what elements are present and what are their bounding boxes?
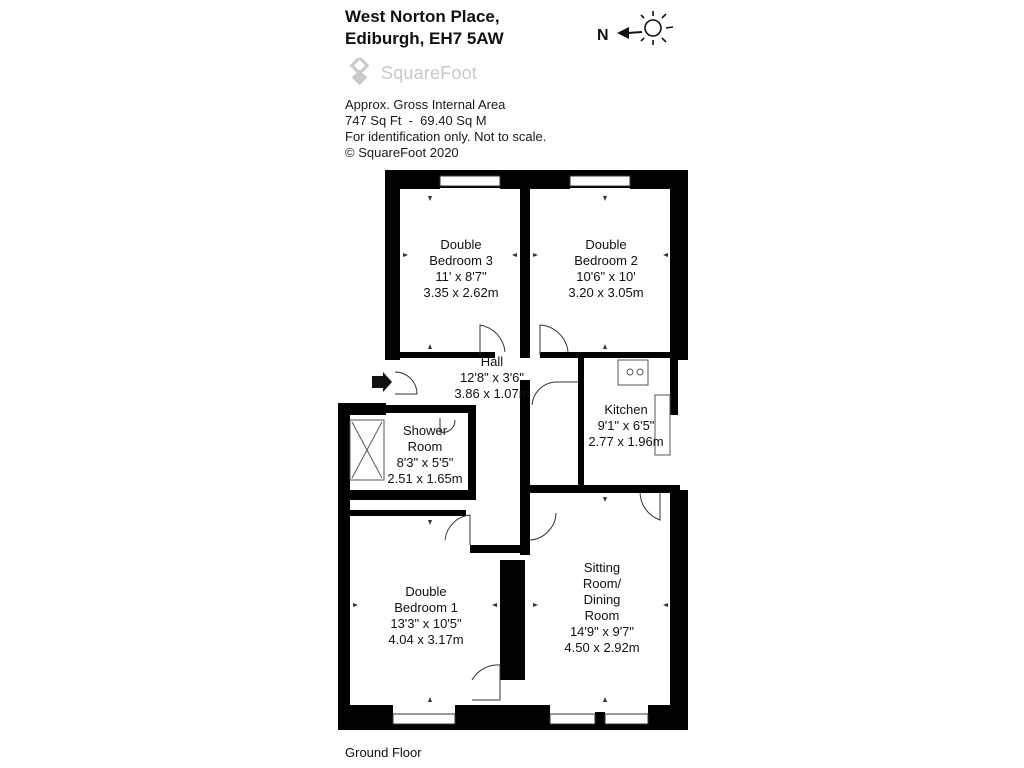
wall-shower-bottom xyxy=(350,490,476,500)
window-bed1 xyxy=(392,713,456,725)
bedroom-2-name-2: Bedroom 2 xyxy=(574,253,638,268)
bedroom-1-name-2: Bedroom 1 xyxy=(394,600,458,615)
bedroom-3-name-2: Bedroom 3 xyxy=(429,253,493,268)
bedroom-3-name-1: Double xyxy=(440,237,482,252)
room-label-sitting-room: Sitting Room/ Dining Room 14'9" x 9'7" 4… xyxy=(564,560,639,656)
room-label-bedroom-1: Double Bedroom 1 13'3" x 10'5" 4.04 x 3.… xyxy=(388,584,463,648)
window-bed2 xyxy=(569,175,631,187)
entrance-arrow-icon xyxy=(372,372,392,392)
shower-name-2: Room xyxy=(407,439,443,454)
shower-name-1: Shower xyxy=(402,423,448,438)
bedroom-2-name-1: Double xyxy=(585,237,627,252)
kitchen-sink xyxy=(617,359,649,386)
wall-hall-east xyxy=(520,380,530,555)
bedroom-1-name-1: Double xyxy=(405,584,447,599)
window-pier-2 xyxy=(500,175,570,189)
wall-bed1-top xyxy=(350,510,466,516)
wall-bed3-south xyxy=(395,352,495,358)
sun-compass-icon: N xyxy=(597,11,674,45)
door-bed3 xyxy=(479,324,506,355)
address-title: West Norton Place, Ediburgh, EH7 5AW xyxy=(345,6,504,50)
wall-east-upper xyxy=(670,170,688,360)
window-sitting-2 xyxy=(604,713,649,725)
squarefoot-logo: SquareFoot xyxy=(345,58,477,88)
wall-west-lower xyxy=(338,405,350,730)
floor-label: Ground Floor xyxy=(345,745,422,760)
room-label-bedroom-3: Double Bedroom 3 11' x 8'7" 3.35 x 2.62m xyxy=(423,237,498,301)
door-kitchen-sitting xyxy=(639,491,661,521)
window-mullion xyxy=(595,712,605,724)
bedroom-2-metric: 3.20 x 3.05m xyxy=(568,285,644,300)
window-pier-1 xyxy=(385,175,440,189)
hall-metric: 3.86 x 1.07m xyxy=(454,386,530,401)
north-letter: N xyxy=(597,27,609,44)
bedroom-1-metric: 4.04 x 3.17m xyxy=(388,632,464,647)
window-pier-5 xyxy=(455,705,550,723)
floor-plan: Double Bedroom 3 11' x 8'7" 3.35 x 2.62m… xyxy=(330,165,700,735)
disclaimer: For identification only. Not to scale. xyxy=(345,129,547,144)
area-value: 747 Sq Ft - 69.40 Sq M xyxy=(345,113,487,128)
door-bed2 xyxy=(539,324,569,355)
window-sitting-1 xyxy=(549,713,596,725)
wall-kitchen-south xyxy=(530,485,680,493)
window-pier-4 xyxy=(338,705,393,723)
room-label-hall: Hall 12'8" x 3'6" 3.86 x 1.07m xyxy=(454,354,529,402)
window-bed3 xyxy=(439,175,501,187)
wall-shower-top xyxy=(386,405,476,413)
area-info: Approx. Gross Internal Area 747 Sq Ft - … xyxy=(345,97,546,161)
sitting-name-4: Room xyxy=(584,608,620,623)
wall-bed1-sitting xyxy=(500,560,525,680)
wall-kitchen-west xyxy=(578,355,584,485)
kitchen-imperial: 9'1" x 6'5" xyxy=(597,418,655,433)
shower-imperial: 8'3" x 5'5" xyxy=(396,455,454,470)
room-label-kitchen: Kitchen 9'1" x 6'5" 2.77 x 1.96m xyxy=(588,402,663,450)
sitting-imperial: 14'9" x 9'7" xyxy=(569,624,635,639)
wall-shower-top-outer xyxy=(338,403,386,415)
sitting-name-1: Sitting xyxy=(583,560,621,575)
sitting-name-3: Dining xyxy=(583,592,621,607)
wall-shower-east xyxy=(468,405,476,495)
sitting-metric: 4.50 x 2.92m xyxy=(564,640,640,655)
room-label-bedroom-2: Double Bedroom 2 10'6" x 10' 3.20 x 3.05… xyxy=(568,237,643,301)
squarefoot-logo-icon xyxy=(349,58,370,86)
window-pier-3 xyxy=(630,175,685,189)
wall-bed2-south xyxy=(540,352,680,358)
wall-east-lower xyxy=(670,490,688,730)
copyright: © SquareFoot 2020 xyxy=(345,145,459,160)
bedroom-1-imperial: 13'3" x 10'5" xyxy=(390,616,462,631)
window-pier-6 xyxy=(648,705,688,723)
room-label-shower: Shower Room 8'3" x 5'5" 2.51 x 1.65m xyxy=(387,423,462,487)
wall-east-kitchen xyxy=(670,355,678,415)
shower-tray xyxy=(349,419,385,481)
kitchen-metric: 2.77 x 1.96m xyxy=(588,434,664,449)
door-sitting xyxy=(529,512,557,541)
door-kitchen xyxy=(531,381,578,406)
area-label: Approx. Gross Internal Area xyxy=(345,97,506,112)
address-line-1: West Norton Place, xyxy=(345,7,500,26)
shower-metric: 2.51 x 1.65m xyxy=(387,471,463,486)
sitting-name-2: Room/ xyxy=(582,576,622,591)
door-bed1 xyxy=(444,514,471,545)
bedroom-3-imperial: 11' x 8'7" xyxy=(435,269,487,284)
kitchen-worktop xyxy=(654,394,671,456)
cupboard-door xyxy=(471,664,501,701)
kitchen-name: Kitchen xyxy=(604,402,648,417)
floor-plan-walls xyxy=(338,170,688,730)
wall-hall-south xyxy=(470,545,525,553)
hall-name: Hall xyxy=(480,354,504,369)
front-door xyxy=(394,371,418,395)
bedroom-3-metric: 3.35 x 2.62m xyxy=(423,285,499,300)
door-shower xyxy=(439,418,456,433)
hall-imperial: 12'8" x 3'6" xyxy=(459,370,525,385)
wall-bed3-bed2 xyxy=(520,183,530,358)
wall-west-upper xyxy=(385,170,400,360)
bedroom-2-imperial: 10'6" x 10' xyxy=(576,269,636,284)
address-line-2: Ediburgh, EH7 5AW xyxy=(345,29,504,48)
logo-text: SquareFoot xyxy=(381,62,478,83)
